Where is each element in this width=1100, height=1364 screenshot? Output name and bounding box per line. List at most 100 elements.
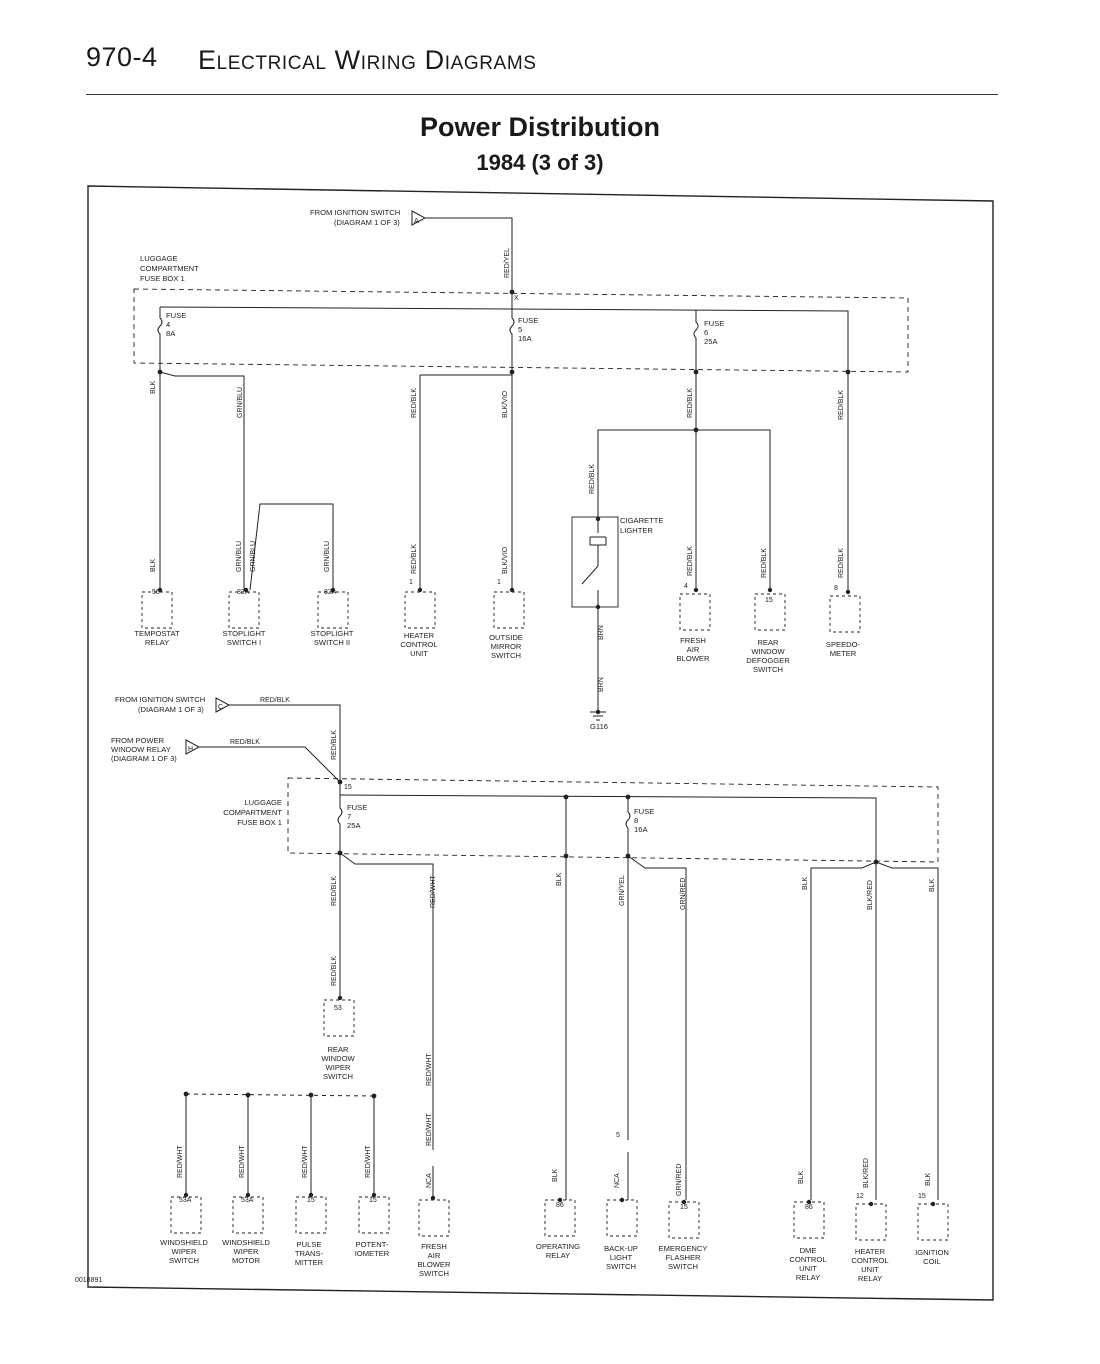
heater-label: HEATER	[404, 631, 435, 640]
fusebox1b-label-2: COMPARTMENT	[223, 808, 282, 817]
rear-wiper-label-2: WINDOW	[321, 1054, 355, 1063]
connector-h-label: H	[188, 746, 193, 753]
lighter-element	[581, 519, 607, 607]
connector-a	[411, 210, 427, 226]
box-rear-wiper	[323, 999, 355, 1037]
wire-label-redblk-b3: RED/BLK	[331, 956, 338, 986]
connector-a-label: A	[414, 218, 419, 225]
mirror-label-3: SWITCH	[491, 651, 521, 660]
pin-15b: 15	[369, 1197, 377, 1204]
defog-label: REAR	[757, 638, 779, 647]
blower-switch-label: FRESH	[421, 1242, 447, 1251]
wire-label-grnblu-3: GRN/BLU	[250, 541, 257, 572]
pin-53a-2: 53A	[241, 1197, 254, 1204]
wire-grnblu-stop2	[249, 503, 334, 591]
pin-15d: 15	[918, 1193, 926, 1200]
wire-blk-ignition	[875, 861, 939, 1200]
wire-label-redwht-b3: RED/WHT	[426, 1113, 433, 1146]
mirror-label-2: MIRROR	[491, 642, 522, 651]
wire-label-brn-2: BRN	[598, 677, 605, 692]
box-heater-relay	[855, 1203, 887, 1241]
box-stoplight1	[228, 591, 260, 629]
busbar-bottom	[339, 794, 877, 862]
pulse-label-2: TRANS-	[295, 1249, 324, 1258]
from-ignition-label: FROM IGNITION SWITCH	[310, 208, 400, 217]
wire-label-blk-b4: BLK	[798, 1170, 805, 1184]
blower-switch-label-4: SWITCH	[419, 1269, 449, 1278]
wire-label-grnblu-1: GRN/BLU	[237, 387, 244, 418]
box-mirror	[493, 591, 525, 629]
heater-relay-label: HEATER	[855, 1247, 886, 1256]
wire-label-blkred-2: BLK/RED	[863, 1158, 870, 1188]
ignition-label-2: COIL	[923, 1257, 941, 1266]
wire-label-blk-2: BLK	[150, 558, 157, 572]
box-blower-sw	[418, 1199, 450, 1237]
wire-label-redblk-3: RED/BLK	[687, 388, 694, 418]
blower-switch-label-2: AIR	[428, 1251, 441, 1260]
wire-to-defog	[696, 429, 771, 590]
fusebox1-top	[133, 288, 909, 373]
box-tempostat	[141, 591, 173, 629]
fuse7-rating: 25A	[347, 821, 361, 830]
mirror-label: OUTSIDE	[489, 633, 523, 642]
fuse-8	[625, 797, 631, 856]
wire-label-blk-b1: BLK	[556, 872, 563, 886]
power-window-label: FROM POWER	[111, 736, 165, 745]
wire-label-redwht-b5: RED/WHT	[239, 1145, 246, 1178]
wire-label-grnyel: GRN/YEL	[619, 875, 626, 906]
pin-53: 53	[334, 1005, 342, 1012]
fuse6-rating: 25A	[704, 337, 718, 346]
wire-label-grnred-1: GRN/RED	[680, 878, 687, 910]
pin-86a: 86	[556, 1202, 564, 1209]
fuse4-rating: 8A	[166, 329, 176, 338]
heater-label-2: CONTROL	[400, 640, 437, 649]
flasher-label: EMERGENCY	[659, 1244, 708, 1253]
tempostat-label: TEMPOSTAT	[134, 629, 180, 638]
dme-label-4: RELAY	[796, 1273, 820, 1282]
pin-8: 8	[834, 585, 838, 592]
wire-label-redblk-5: RED/BLK	[687, 546, 694, 576]
ground-label: G116	[590, 722, 608, 731]
flasher-label-3: SWITCH	[668, 1262, 698, 1271]
wire-label-redblk-6: RED/BLK	[761, 548, 768, 578]
fuse8-label: FUSE	[634, 807, 654, 816]
wire-label-blkvio-1: BLK/VIO	[502, 390, 509, 418]
heater-label-3: UNIT	[410, 649, 428, 658]
pin-15c: 15	[680, 1204, 688, 1211]
fuse-6	[693, 310, 699, 372]
wire-label-blkred-1: BLK/RED	[867, 880, 874, 910]
wire-label-grnred-2: GRN/RED	[676, 1164, 683, 1196]
cigarette-lighter-box	[571, 516, 619, 608]
defog-label-3: DEFOGGER	[746, 656, 790, 665]
box-stoplight2	[317, 591, 349, 629]
pin-1a: 1	[409, 579, 413, 586]
blower-label-3: BLOWER	[677, 654, 710, 663]
stoplight2-label-2: SWITCH II	[314, 638, 350, 647]
box-ignition	[917, 1203, 949, 1241]
connector-c-label: C	[218, 704, 223, 711]
fuse4-number: 4	[166, 320, 170, 329]
oprelay-label-2: RELAY	[546, 1251, 570, 1260]
wire-label-grnblu-2: GRN/BLU	[236, 541, 243, 572]
wire-label-blk-b3: BLK	[802, 876, 809, 890]
lighter-label-2: LIGHTER	[620, 526, 653, 535]
pin-15a: 15	[307, 1197, 315, 1204]
blower-label-2: AIR	[687, 645, 700, 654]
ignition-label: IGNITION	[915, 1248, 949, 1257]
x-mark: X	[514, 295, 519, 302]
pin-5: 5	[616, 1132, 620, 1139]
wire-label-blk-b2: BLK	[552, 1168, 559, 1182]
heater-relay-label-4: RELAY	[858, 1274, 882, 1283]
wire-label-redwht-b1: RED/WHT	[430, 875, 437, 908]
pin-82a-1: 82A	[237, 589, 250, 596]
box-defog	[754, 593, 786, 631]
diagram-title: Power Distribution	[419, 112, 660, 142]
wire-label-redblk-b2: RED/BLK	[331, 876, 338, 906]
fuse-4	[157, 307, 163, 372]
wire-blk-dme	[810, 861, 877, 1200]
ws-switch-label-2: WIPER	[172, 1247, 197, 1256]
section-title: Electrical Wiring Diagrams	[198, 45, 537, 75]
dme-label: DME	[800, 1246, 817, 1255]
fusebox1-bottom	[287, 777, 939, 863]
tempostat-label-2: RELAY	[145, 638, 169, 647]
